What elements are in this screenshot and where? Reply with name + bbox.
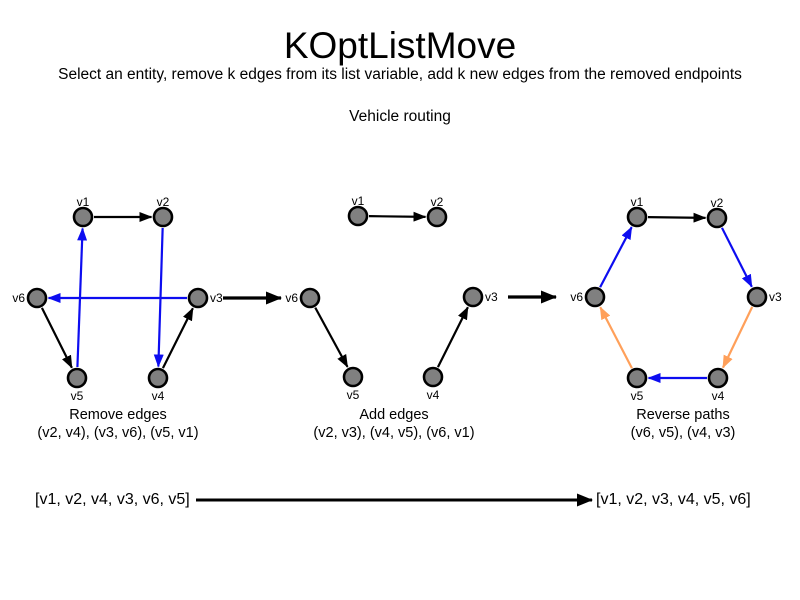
reverse-paths-label-v2: v2 xyxy=(711,196,724,210)
reverse-paths-node-v2 xyxy=(706,207,728,229)
context-label: Vehicle routing xyxy=(349,108,451,125)
reverse-paths-node-v6 xyxy=(584,286,606,308)
page-subtitle: Select an entity, remove k edges from it… xyxy=(58,66,742,83)
add-edges-node-v5 xyxy=(342,366,364,388)
add-edges-label-v4: v4 xyxy=(427,388,440,402)
page-title: KOptListMove xyxy=(283,25,517,66)
edge-v6-v5 xyxy=(40,307,73,369)
reverse-paths-label-v3: v3 xyxy=(769,290,782,304)
remove-edges-node-v1 xyxy=(72,206,94,228)
add-edges-label-v5: v5 xyxy=(347,388,360,402)
add-edges-node-v1 xyxy=(347,205,369,227)
remove-edges-label-v3: v3 xyxy=(210,291,223,305)
add-edges-label-v3: v3 xyxy=(485,290,498,304)
graph-reverse-paths: v1 v2 v3 v4 v5 v6 xyxy=(570,195,782,403)
reverse-paths-node-v5 xyxy=(626,367,648,389)
list-after: [v1, v2, v3, v4, v5, v6] xyxy=(596,491,751,508)
caption-remove-edges-detail: (v2, v4), (v3, v6), (v5, v1) xyxy=(37,425,199,442)
remove-edges-label-v2: v2 xyxy=(157,195,170,209)
remove-edges-node-v4 xyxy=(147,367,169,389)
list-before: [v1, v2, v4, v3, v6, v5] xyxy=(35,491,190,508)
remove-edges-label-v6: v6 xyxy=(12,291,25,305)
edge-v5-v6 xyxy=(599,306,633,369)
reverse-paths-label-v6: v6 xyxy=(570,290,583,304)
caption-remove-edges: Remove edges (v2, v4), (v3, v6), (v5, v1… xyxy=(37,406,198,442)
reverse-paths-label-v1: v1 xyxy=(631,195,644,209)
remove-edges-label-v1: v1 xyxy=(77,195,90,209)
caption-reverse-paths: Reverse paths (v6, v5), (v4, v3) xyxy=(631,406,736,442)
edge-v4-v3 xyxy=(161,307,194,369)
remove-edges-label-v5: v5 xyxy=(71,389,84,403)
edge-v6-v5 xyxy=(314,307,349,368)
reverse-paths-node-v1 xyxy=(626,206,648,228)
caption-reverse-paths-title: Reverse paths xyxy=(636,407,730,423)
caption-add-edges: Add edges (v2, v3), (v4, v5), (v6, v1) xyxy=(313,406,474,442)
edge-v3-v4 xyxy=(721,306,754,369)
reverse-paths-label-v5: v5 xyxy=(631,389,644,403)
reverse-paths-label-v4: v4 xyxy=(712,389,725,403)
reverse-paths-node-v3 xyxy=(746,286,768,308)
graph-add-edges: v1 v2 v3 v4 v5 v6 xyxy=(285,194,498,402)
edge-v5-v1 xyxy=(76,227,88,368)
remove-edges-node-v2 xyxy=(152,206,174,228)
remove-edges-node-v3 xyxy=(187,287,209,309)
graph-remove-edges: v1 v2 v3 v4 v5 v6 xyxy=(12,195,223,403)
edge-v4-v3 xyxy=(436,306,469,368)
edge-v1-v2 xyxy=(368,211,427,222)
add-edges-node-v3 xyxy=(462,286,484,308)
add-edges-label-v2: v2 xyxy=(431,195,444,209)
caption-add-edges-detail: (v2, v3), (v4, v5), (v6, v1) xyxy=(313,425,475,442)
edge-v1-v2 xyxy=(647,212,707,223)
caption-add-edges-title: Add edges xyxy=(359,407,429,423)
add-edges-node-v4 xyxy=(422,366,444,388)
edge-v2-v3 xyxy=(720,227,753,288)
remove-edges-label-v4: v4 xyxy=(152,389,165,403)
add-edges-node-v2 xyxy=(426,206,448,228)
edge-v6-v1 xyxy=(599,226,633,288)
add-edges-label-v1: v1 xyxy=(352,194,365,208)
remove-edges-node-v6 xyxy=(26,287,48,309)
caption-remove-edges-title: Remove edges xyxy=(69,407,167,423)
remove-edges-node-v5 xyxy=(66,367,88,389)
reverse-paths-node-v4 xyxy=(707,367,729,389)
caption-reverse-paths-detail: (v6, v5), (v4, v3) xyxy=(630,425,736,442)
add-edges-node-v6 xyxy=(299,287,321,309)
add-edges-label-v6: v6 xyxy=(285,291,298,305)
